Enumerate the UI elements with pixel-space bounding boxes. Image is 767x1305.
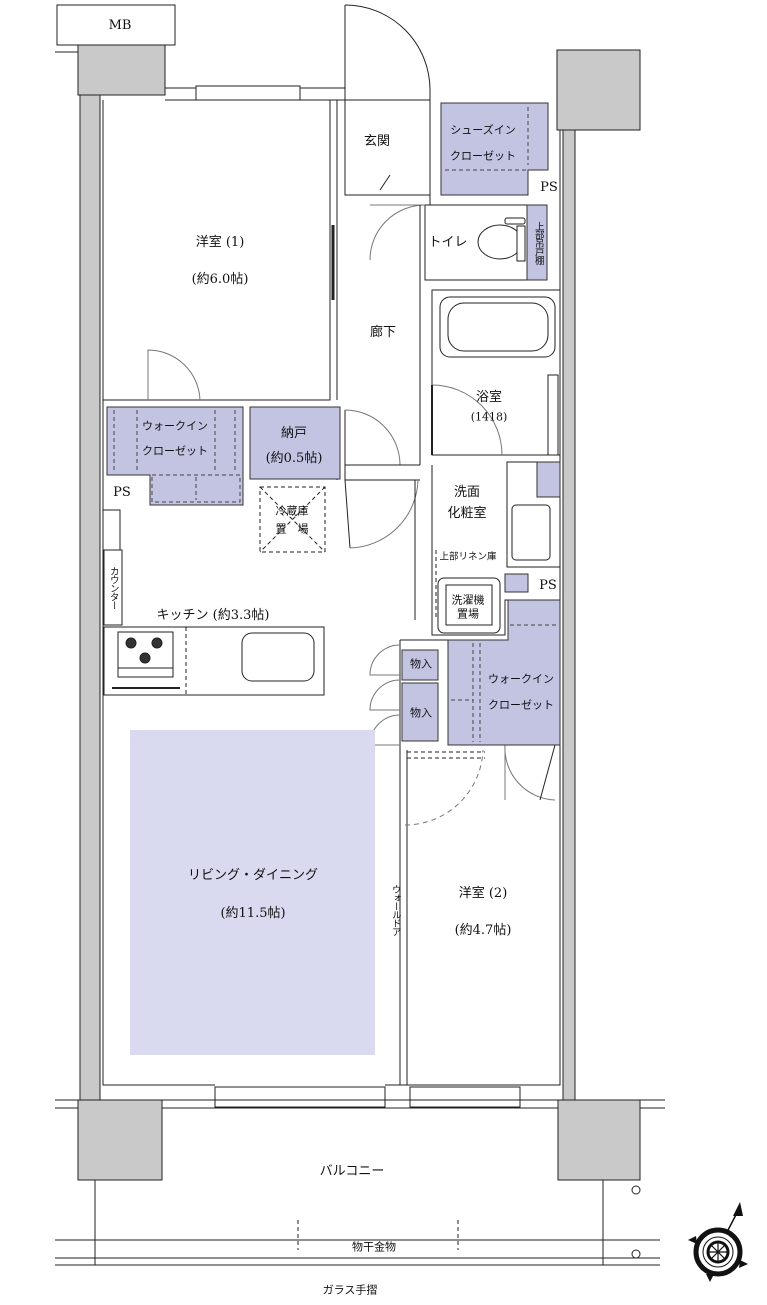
wic1-label-2: クローゼット [142, 444, 208, 458]
pillar [556, 49, 641, 131]
linen-area [504, 573, 529, 593]
wic2-area [447, 599, 561, 746]
shoe-closet-label-2: クローゼット [450, 149, 516, 163]
ps-mid-label: PS [539, 578, 557, 594]
western1-size: (約6.0帖) [191, 272, 249, 288]
storeroom-size: (約0.5帖) [265, 451, 323, 467]
counter-label: カウンター [107, 566, 119, 610]
fridge-label-2: 置 場 [275, 522, 309, 536]
wic2-label-2: クローゼット [488, 698, 554, 712]
drying-rack-label: 物干金物 [352, 1240, 396, 1254]
living-label: リビング・ダイニング [187, 868, 319, 884]
wic2-label-1: ウォークイン [488, 672, 554, 686]
corridor-label: 廊下 [369, 325, 397, 341]
balcony-label: バルコニー [319, 1164, 385, 1180]
washroom-label-2: 化粧室 [447, 506, 487, 522]
bath-size: (1418) [470, 410, 508, 424]
storage1-area [401, 649, 439, 681]
washroom-shelf [536, 461, 561, 498]
upper-cabinet-area [526, 204, 548, 281]
living-size: (約11.5帖) [220, 906, 286, 922]
bath-label: 浴室 [475, 390, 503, 406]
western2-label: 洋室 (2) [458, 886, 508, 902]
ps-left-label: PS [113, 485, 131, 501]
western2-size: (約4.7帖) [454, 923, 512, 939]
toilet-label: トイレ [428, 235, 468, 251]
pillar [77, 44, 166, 96]
storage1-label: 物入 [410, 657, 432, 671]
storeroom-label: 納戸 [280, 426, 308, 442]
linen-label: 上部リネン庫 [439, 551, 497, 563]
western1-label: 洋室 (1) [195, 235, 245, 251]
living-area [130, 730, 375, 1055]
glass-rail-label: ガラス手摺 [322, 1283, 378, 1297]
outer-wall-left [79, 94, 101, 1101]
outer-wall-right [562, 129, 576, 1101]
pillar [557, 1099, 641, 1181]
washer-label-2: 置場 [457, 607, 479, 621]
pillar [77, 1099, 163, 1181]
storage2-area [401, 682, 439, 742]
shoe-closet-label-1: シューズイン [450, 123, 516, 137]
shoe-closet-area [440, 102, 549, 196]
fridge-label-1: 冷蔵庫 [275, 504, 309, 518]
storage2-label: 物入 [410, 706, 432, 720]
storeroom-area [249, 406, 341, 480]
washer-label-1: 洗濯機 [451, 593, 485, 607]
wic1-area [106, 406, 244, 506]
entrance-label: 玄関 [363, 134, 391, 150]
compass-rose-icon [688, 1202, 748, 1282]
wic1-label-1: ウォークイン [142, 419, 208, 433]
kitchen-label: キッチン (約3.3帖) [156, 608, 270, 624]
washroom-label-1: 洗面 [453, 485, 481, 501]
upper-cabinet-label: 上部吊戸棚 [532, 221, 544, 265]
wall-door-label: ウォールドア [389, 884, 401, 936]
mb-label: MB [108, 18, 132, 34]
ps-top-label: PS [540, 180, 558, 196]
